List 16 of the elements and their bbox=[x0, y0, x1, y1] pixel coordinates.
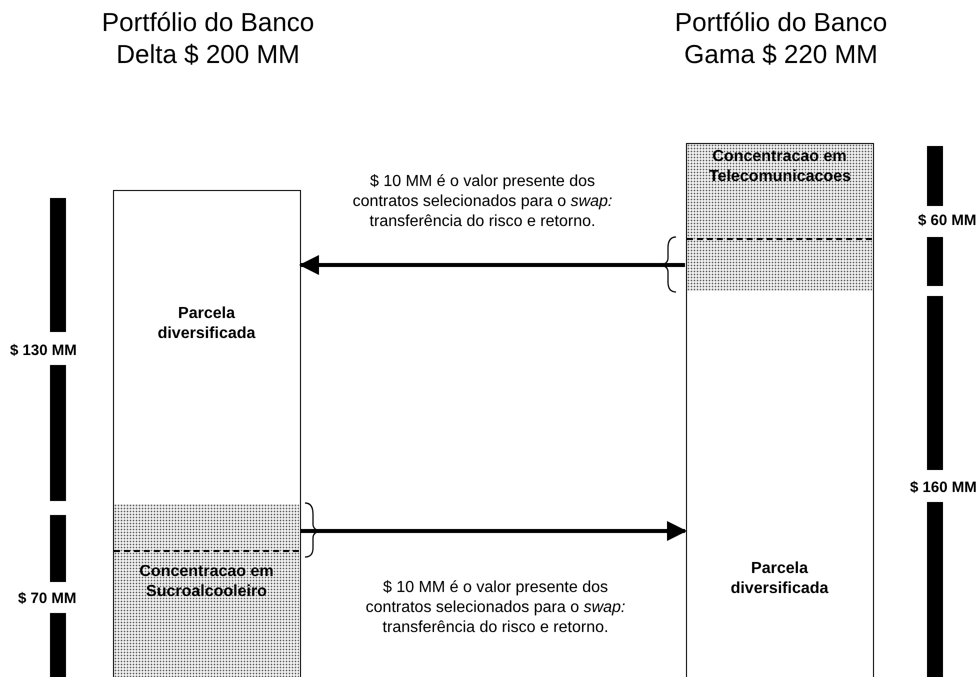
segment-label: Parcela diversificada bbox=[730, 559, 830, 599]
amount-label: $ 160 MM bbox=[910, 479, 977, 496]
segment-label: Concentracao em Sucroalcooleiro bbox=[138, 562, 275, 602]
amount-label: $ 60 MM bbox=[918, 212, 976, 229]
edge-label: $ 10 MM é o valor presente dos contratos selecionados para o swap: transferência do risco e retorno. bbox=[364, 578, 626, 638]
amount-label: $ 130 MM bbox=[10, 342, 77, 359]
segment-label: Parcela diversificada bbox=[156, 304, 256, 344]
segment-label: Concentracao em Telecomunicacoes bbox=[709, 147, 850, 187]
amount-label: $ 70 MM bbox=[18, 590, 76, 607]
concentration-segment bbox=[687, 144, 872, 291]
arrow bbox=[301, 521, 687, 541]
concentration-segment bbox=[114, 504, 299, 677]
edge-label: $ 10 MM é o valor presente dos contratos selecionados para o swap: transferência do risco e retorno. bbox=[352, 172, 614, 232]
portfolio-title: Portfólio do Banco Delta $ 200 MM bbox=[100, 6, 316, 70]
arrow bbox=[299, 255, 685, 275]
portfolio-title: Portfólio do Banco Gama $ 220 MM bbox=[674, 6, 888, 70]
